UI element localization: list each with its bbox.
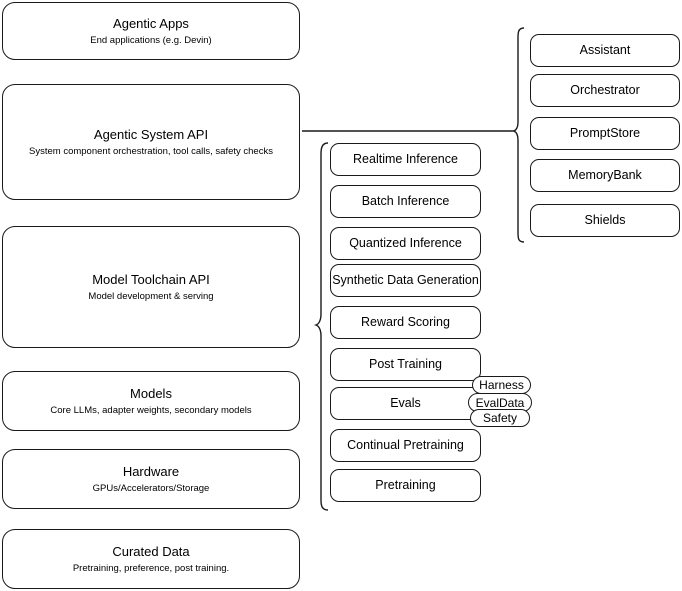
node-label: Reward Scoring	[361, 315, 450, 329]
pill-label: Harness	[479, 378, 524, 392]
layer-agentic-apps[interactable]: Agentic Apps End applications (e.g. Devi…	[2, 2, 300, 60]
layer-title: Curated Data	[112, 543, 190, 559]
toolchain-capabilities-brace	[313, 142, 329, 511]
node-label: Synthetic Data Generation	[332, 273, 479, 287]
layer-title: Model Toolchain API	[92, 271, 210, 287]
system-item-orchestrator[interactable]: Orchestrator	[530, 74, 680, 107]
layer-title: Hardware	[122, 463, 180, 479]
layer-title: Models	[130, 385, 172, 401]
layer-subtitle: End applications (e.g. Devin)	[90, 34, 212, 46]
toolchain-item-reward-scoring[interactable]: Reward Scoring	[330, 306, 481, 339]
node-label: MemoryBank	[568, 168, 642, 182]
toolchain-item-batch-inference[interactable]: Batch Inference	[330, 185, 481, 218]
eval-pill-safety[interactable]: Safety	[470, 409, 530, 427]
node-label: Quantized Inference	[349, 236, 462, 250]
node-label: PromptStore	[569, 126, 641, 140]
node-label: Post Training	[369, 357, 442, 371]
node-label: Shields	[584, 213, 626, 227]
toolchain-item-post-training[interactable]: Post Training	[330, 348, 481, 381]
layer-model-toolchain-api[interactable]: Model Toolchain API Model development & …	[2, 226, 300, 348]
node-label: Assistant	[579, 43, 631, 57]
toolchain-item-realtime-inference[interactable]: Realtime Inference	[330, 143, 481, 176]
system-item-memorybank[interactable]: MemoryBank	[530, 159, 680, 192]
layer-agentic-system-api[interactable]: Agentic System API System component orch…	[2, 84, 300, 200]
toolchain-item-evals[interactable]: Evals	[330, 387, 481, 420]
system-item-shields[interactable]: Shields	[530, 204, 680, 237]
node-label: Batch Inference	[361, 194, 450, 208]
layer-subtitle: Model development & serving	[88, 290, 214, 302]
layer-title: Agentic Apps	[113, 15, 189, 31]
layer-subtitle: GPUs/Accelerators/Storage	[92, 482, 210, 494]
pill-label: Safety	[482, 411, 518, 425]
pill-label: EvalData	[475, 395, 525, 410]
node-label: Continual Pretraining	[347, 438, 464, 452]
layer-models[interactable]: Models Core LLMs, adapter weights, secon…	[2, 371, 300, 431]
toolchain-item-synthetic-data-generation[interactable]: Synthetic Data Generation	[330, 264, 481, 297]
node-label: Orchestrator	[570, 83, 640, 97]
layer-subtitle: System component orchestration, tool cal…	[29, 145, 273, 157]
layer-subtitle: Pretraining, preference, post training.	[72, 562, 230, 574]
layer-curated-data[interactable]: Curated Data Pretraining, preference, po…	[2, 529, 300, 589]
node-label: Pretraining	[375, 478, 436, 492]
system-item-assistant[interactable]: Assistant	[530, 34, 680, 67]
node-label: Realtime Inference	[353, 152, 458, 166]
system-components-brace	[512, 27, 525, 243]
system-item-promptstore[interactable]: PromptStore	[530, 117, 680, 150]
layer-hardware[interactable]: Hardware GPUs/Accelerators/Storage	[2, 449, 300, 509]
toolchain-item-quantized-inference[interactable]: Quantized Inference	[330, 227, 481, 260]
layer-title: Agentic System API	[93, 126, 209, 142]
toolchain-item-continual-pretraining[interactable]: Continual Pretraining	[330, 429, 481, 462]
node-label: Evals	[390, 396, 421, 410]
eval-pill-harness[interactable]: Harness	[472, 376, 531, 394]
toolchain-item-pretraining[interactable]: Pretraining	[330, 469, 481, 502]
layer-subtitle: Core LLMs, adapter weights, secondary mo…	[50, 404, 252, 416]
